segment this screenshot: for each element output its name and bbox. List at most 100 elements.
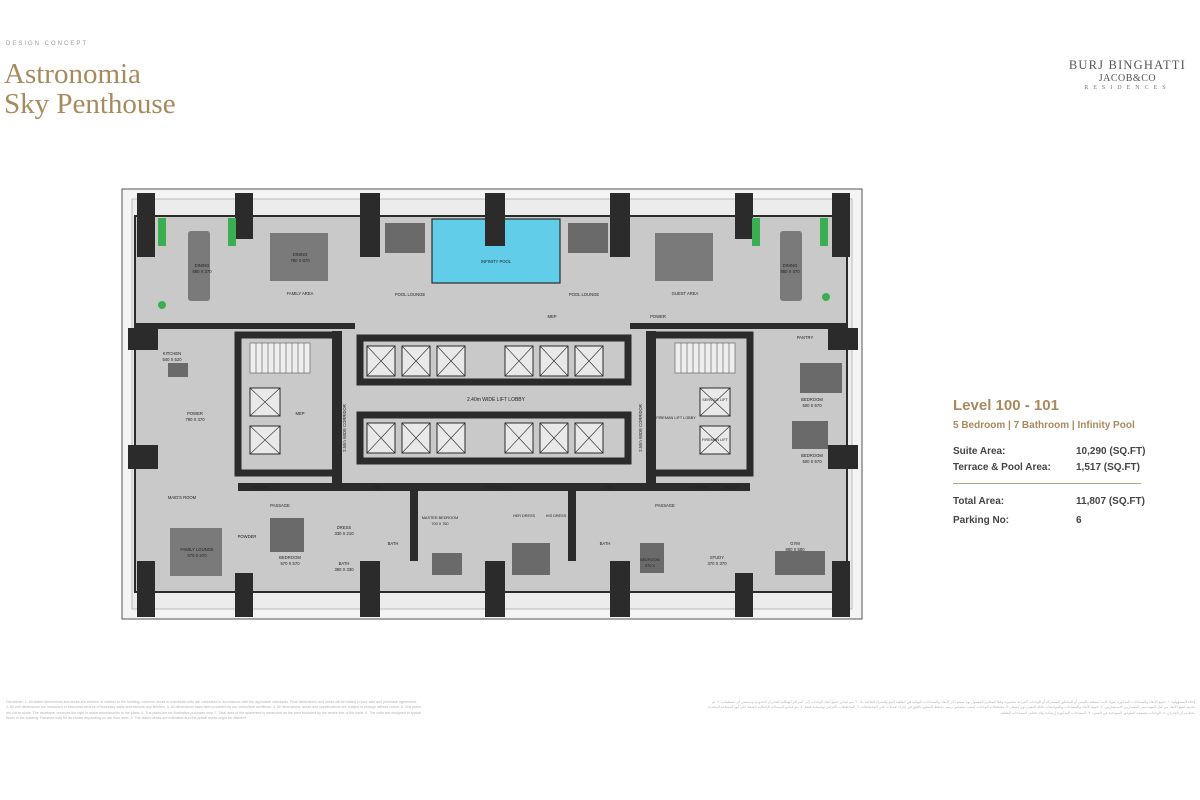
column: [360, 193, 380, 257]
label-service-lift: SERVICE LIFT: [702, 398, 728, 402]
label-bedroom-right-dims: 500 X 570: [802, 459, 822, 464]
bed: [640, 543, 664, 573]
label-gym: GYM: [790, 541, 800, 546]
label-bedroom-right: BEDROOM: [801, 453, 823, 458]
column: [137, 193, 155, 257]
label-fireman-lobby: FIREMAN LIFT LOBBY: [656, 416, 696, 420]
core-wall: [646, 331, 656, 491]
parking-value: 6: [1076, 515, 1082, 526]
label-dining-right-dims: 880 X 370: [780, 269, 800, 274]
label-family-area: FAMILY AREA: [287, 291, 314, 296]
dining-table-right: [780, 231, 802, 301]
core-wall: [568, 491, 576, 561]
label-bedroom-small: BEDROOM: [640, 558, 660, 562]
label-powder: POWDER: [238, 534, 257, 539]
structural-columns: [128, 193, 858, 617]
pool-column: [485, 216, 505, 246]
suite-area-row: Suite Area: 10,290 (SQ.FT): [953, 446, 1148, 457]
brand-line-2: JACOB&CO: [1098, 73, 1157, 84]
label-dining-right: DINING: [783, 263, 798, 268]
label-fireman-lift: FIREMAN LIFT: [702, 438, 729, 442]
label-bedroom-bottom: BEDROOM: [279, 555, 301, 560]
label-mep-left: MEP: [295, 411, 304, 416]
label-store: STORE: [695, 485, 710, 490]
column: [610, 561, 630, 617]
label-mep-top: MEP: [547, 314, 556, 319]
planter: [752, 218, 760, 246]
label-bath-3: BATH: [600, 541, 611, 546]
suite-area-value: 10,290 (SQ.FT): [1076, 446, 1146, 457]
label-guest-area: GUEST AREA: [672, 291, 699, 296]
core-wall: [630, 323, 847, 329]
column: [735, 573, 753, 617]
label-dining-room: DINING: [293, 252, 308, 257]
label-kitchen-dims: 540 X 520: [162, 357, 182, 362]
core-mass: [135, 323, 847, 561]
label-power-left: POWER: [187, 411, 203, 416]
label-bedroom-small-dims: 570 X: [645, 564, 655, 568]
lounge-sofa: [800, 363, 842, 393]
column: [735, 193, 753, 239]
label-corridor-left: 2.50m WIDE CORRIDOR: [342, 404, 347, 452]
label-pool-lounge-right: POOL LOUNGE: [569, 292, 600, 297]
label-bedroom-right-top-dims: 500 X 570: [802, 403, 822, 408]
label-dining-room-dims: 780 X 870: [290, 258, 310, 263]
lift-crosses: [249, 345, 731, 455]
stairs: [249, 342, 736, 374]
label-dress-dims: 330 X 210: [334, 531, 354, 536]
label-mep-bottom-right: MEP: [605, 485, 614, 490]
label-maids-room: MAID'S ROOM: [168, 495, 197, 500]
planter: [822, 293, 830, 301]
label-bath: BATH: [339, 561, 350, 566]
label-kitchen: KITCHEN: [163, 351, 181, 356]
parking-row: Parking No: 6: [953, 515, 1148, 526]
planters: [158, 218, 830, 309]
planter: [228, 218, 236, 246]
core-wall: [238, 483, 750, 491]
core-wall: [135, 323, 355, 329]
lounge-sofa: [512, 543, 550, 575]
column: [610, 193, 630, 257]
label-study: STUDY: [710, 555, 724, 560]
label-study-dims: 370 X 370: [707, 561, 727, 566]
dining-set-right: [655, 233, 713, 281]
dining-table-left: [188, 231, 210, 301]
label-passage-left: PASSAGE: [270, 503, 290, 508]
brand-line-1: BURJ BINGHATTI: [1068, 58, 1186, 72]
gym-equipment: [775, 551, 825, 575]
column: [235, 573, 253, 617]
column: [235, 193, 253, 239]
bed: [432, 553, 462, 575]
suite-area-label: Suite Area:: [953, 446, 1006, 457]
kitchen-island: [168, 363, 188, 377]
planter: [820, 218, 828, 246]
label-power-right: POWER: [650, 314, 666, 319]
column: [828, 328, 858, 350]
label-family-lounge: FAMILY LOUNGE: [180, 547, 214, 552]
label-dress: DRESS: [337, 525, 352, 530]
family-lounge-set: [170, 528, 222, 576]
core-wall: [332, 331, 342, 491]
lounge-set-right: [568, 223, 608, 253]
terrace-area-value: 1,517 (SQ.FT): [1076, 462, 1140, 473]
title-line-2: Sky Penthouse: [4, 88, 176, 120]
label-lift-lobby: 2.40m WIDE LIFT LOBBY: [467, 397, 526, 403]
column: [832, 193, 850, 257]
lift-cross: [366, 345, 604, 377]
label-master-bedroom-dims: 700 X 760: [431, 522, 448, 526]
lift-cross: [366, 422, 604, 454]
label-pantry: PANTRY: [797, 335, 814, 340]
parking-label: Parking No:: [953, 515, 1010, 526]
label-toilet: TOILET: [725, 485, 740, 490]
terrace-area-row: Terrace & Pool Area: 1,517 (SQ.FT): [953, 462, 1148, 473]
column: [360, 561, 380, 617]
title-line-1: Astronomia: [4, 58, 141, 90]
label-corridor-right: 2.50m WIDE CORRIDOR: [638, 404, 643, 452]
planter: [158, 218, 166, 246]
column: [828, 445, 858, 469]
lift-bank-top: [356, 334, 632, 386]
terrace-area-label: Terrace & Pool Area:: [953, 462, 1051, 473]
design-concept-overline: DESIGN CONCEPT: [6, 41, 89, 47]
divider: [953, 483, 1141, 484]
stair-treads: [680, 343, 730, 373]
